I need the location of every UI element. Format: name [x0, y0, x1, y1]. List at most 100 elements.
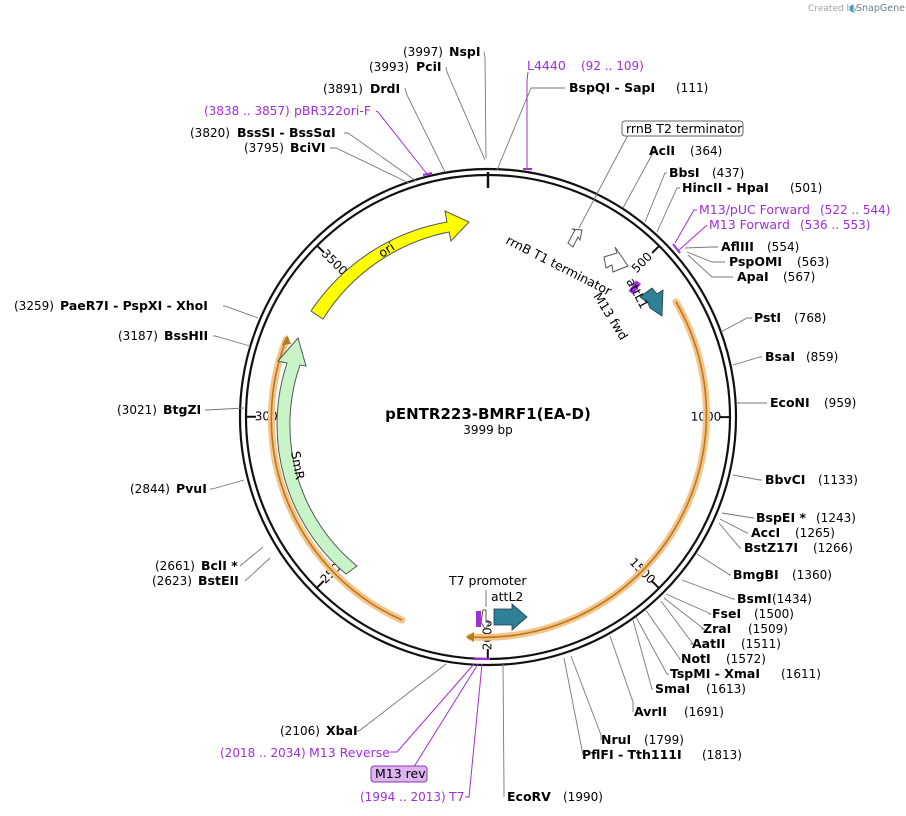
svg-text:NruI: NruI — [601, 732, 631, 747]
insert-region-line — [469, 301, 708, 639]
site-pvui[interactable]: (2844)PvuI — [130, 481, 207, 496]
svg-text:BmgBI: BmgBI — [733, 567, 779, 582]
site-bcli[interactable]: (2661)BclI * — [155, 558, 238, 573]
svg-text:PflFI - Tth111I: PflFI - Tth111I — [582, 747, 682, 762]
primer-m13-rev[interactable]: M13 rev — [370, 765, 428, 783]
primer-m13-reverse[interactable]: (2018 .. 2034)M13 Reverse — [220, 745, 390, 760]
site-nspi[interactable]: (3997)NspI — [403, 44, 481, 59]
site-afliii[interactable]: AflIII(554) — [721, 239, 799, 254]
svg-text:NotI: NotI — [681, 651, 711, 666]
site-psti[interactable]: PstI(768) — [754, 310, 826, 325]
site-acci[interactable]: AccI (1265) — [751, 525, 835, 540]
svg-text:(2623): (2623) — [152, 574, 192, 588]
site-noti[interactable]: NotI (1572) — [681, 651, 766, 666]
svg-text:BbvCI: BbvCI — [765, 472, 805, 487]
site-hincii-hpai[interactable]: HincII - HpaI (501) — [682, 180, 822, 195]
svg-text:AccI: AccI — [751, 525, 780, 540]
site-apai[interactable]: ApaI(567) — [737, 269, 815, 284]
site-xbai[interactable]: (2106)XbaI — [280, 723, 358, 738]
svg-text:M13 Reverse: M13 Reverse — [309, 745, 390, 760]
tick-label: 500 — [629, 249, 655, 275]
site-econi[interactable]: EcoNI(959) — [770, 395, 856, 410]
svg-text:L4440: L4440 — [527, 58, 566, 73]
svg-text:(364): (364) — [690, 144, 722, 158]
smr-label: SmR — [288, 450, 308, 481]
svg-text:(2661): (2661) — [155, 559, 195, 573]
attl2-feature — [493, 603, 528, 631]
svg-text:EcoRV: EcoRV — [507, 789, 551, 804]
svg-text:(1799): (1799) — [644, 733, 684, 747]
site-bsshii[interactable]: (3187)BssHII — [118, 328, 208, 343]
svg-text:(1500): (1500) — [754, 607, 794, 621]
site-sapi[interactable]: BspQI - SapI(111) — [569, 80, 708, 95]
svg-text:(2106): (2106) — [280, 724, 320, 738]
primer-m13-forward[interactable]: M13 Forward(536 .. 553) — [709, 217, 870, 232]
svg-text:HincII - HpaI: HincII - HpaI — [682, 180, 769, 195]
insert-arrowhead — [466, 632, 474, 642]
site-zrai[interactable]: ZraI(1509) — [703, 621, 788, 636]
svg-text:(2844): (2844) — [130, 482, 170, 496]
primer-pbr322ori-f[interactable]: (3838 .. 3857) pBR322ori-F — [204, 103, 371, 118]
svg-text:(536 .. 553): (536 .. 553) — [800, 218, 870, 232]
site-pflfi-tth111i[interactable]: PflFI - Tth111I(1813) — [582, 747, 742, 762]
svg-text:(1265): (1265) — [795, 526, 835, 540]
svg-text:BtgZI: BtgZI — [163, 402, 201, 417]
svg-text:(1509): (1509) — [748, 622, 788, 636]
site-bsai[interactable]: BsaI(859) — [765, 349, 838, 364]
site-bspei[interactable]: BspEI *(1243) — [756, 510, 856, 525]
primer-l4440[interactable]: L4440 (92 .. 109) — [527, 58, 644, 73]
site-fsei[interactable]: FseI(1500) — [712, 606, 794, 621]
site-tspmi-xmai[interactable]: TspMI - XmaI (1611) — [670, 666, 821, 681]
svg-text:(1572): (1572) — [726, 652, 766, 666]
site-acli[interactable]: AclI(364) — [649, 143, 722, 158]
svg-text:BstZ17I: BstZ17I — [744, 540, 798, 555]
svg-text:(1611): (1611) — [781, 667, 821, 681]
svg-text:(3891): (3891) — [323, 82, 363, 96]
site-aatii[interactable]: AatII(1511) — [692, 636, 781, 651]
svg-text:(1511): (1511) — [741, 637, 781, 651]
primer-m13-puc-forward[interactable]: M13/pUC Forward(522 .. 544) — [699, 202, 890, 217]
site-paer7i-pspxi-xhoi[interactable]: (3259)PaeR7I - PspXI - XhoI — [14, 298, 208, 313]
svg-text:BssSI - BssSαI: BssSI - BssSαI — [237, 125, 336, 140]
svg-text:TspMI - XmaI: TspMI - XmaI — [670, 666, 760, 681]
rrnb-t1-label: rrnB T1 terminator — [504, 232, 615, 299]
site-bcivi[interactable]: (3795)BciVI — [244, 140, 326, 155]
site-btgzi[interactable]: (3021)BtgZI — [117, 402, 201, 417]
site-bbvci[interactable]: BbvCI(1133) — [765, 472, 858, 487]
snapgene-logo-icon: ◖ — [849, 3, 854, 14]
right-leaders — [496, 87, 767, 797]
site-bmgbi[interactable]: BmgBI (1360) — [733, 567, 832, 582]
svg-text:T7: T7 — [448, 789, 465, 804]
attl1-feature — [639, 287, 664, 317]
rrnb-t2-label-box — [621, 120, 744, 137]
svg-text:(111): (111) — [676, 81, 708, 95]
site-pcii[interactable]: (3993)PciI — [369, 59, 442, 74]
site-bbsi[interactable]: BbsI(437) — [669, 165, 744, 180]
svg-text:BbsI: BbsI — [669, 165, 700, 180]
svg-text:(1360): (1360) — [792, 568, 832, 582]
ori-label: ori — [375, 239, 397, 260]
site-ecorv[interactable]: EcoRV (1990) — [507, 789, 603, 804]
backbone-outer-ring — [238, 167, 738, 667]
site-bsteii[interactable]: (2623)BstEII — [152, 573, 239, 588]
plasmid-size: 3999 bp — [463, 423, 513, 437]
site-bstz17i[interactable]: BstZ17I(1266) — [744, 540, 853, 555]
site-bsssi[interactable]: (3820)BssSI - BssSαI — [190, 125, 336, 140]
site-pspomi[interactable]: PspOMI(563) — [729, 254, 829, 269]
svg-text:EcoNI: EcoNI — [770, 395, 810, 410]
svg-text:(92 .. 109): (92 .. 109) — [581, 59, 644, 73]
site-avrii[interactable]: AvrII(1691) — [634, 704, 724, 719]
svg-text:BssHII: BssHII — [164, 328, 208, 343]
site-drdi[interactable]: (3891)DrdI — [323, 81, 400, 96]
svg-text:pBR322ori-F: pBR322ori-F — [294, 103, 371, 118]
site-smai[interactable]: SmaI(1613) — [655, 681, 746, 696]
svg-text:(2018 .. 2034): (2018 .. 2034) — [220, 746, 306, 760]
primer-t7[interactable]: (1994 .. 2013)T7 — [360, 789, 465, 804]
site-bsmi[interactable]: BsmI(1434) — [737, 591, 812, 606]
site-nrui[interactable]: NruI (1799) — [601, 732, 684, 747]
svg-text:(1434): (1434) — [772, 592, 812, 606]
tick-mark — [651, 580, 660, 589]
svg-text:(501): (501) — [790, 181, 822, 195]
svg-text:(3838 .. 3857): (3838 .. 3857) — [204, 104, 290, 118]
svg-text:(1990): (1990) — [563, 790, 603, 804]
